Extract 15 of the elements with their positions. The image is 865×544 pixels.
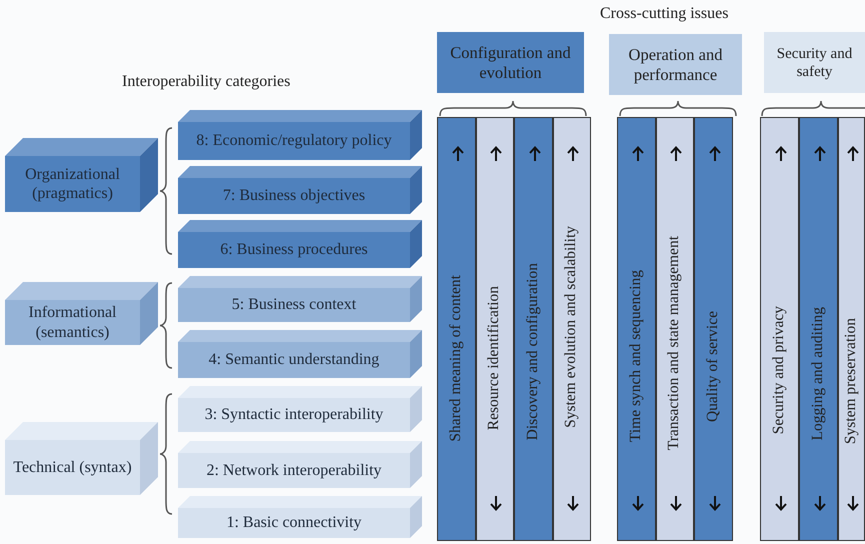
issue-column: Quality of service (694, 117, 733, 541)
issue-column: Discovery and configuration (514, 117, 553, 541)
issue-column: Resource identification (476, 117, 514, 541)
issue-column: Security and privacy (760, 117, 799, 541)
issue-column: Logging and auditing (799, 117, 838, 541)
issue-column: System evolution and scalability (553, 117, 591, 541)
group-heading-box: Configuration and evolution (437, 32, 584, 93)
issue-column: System preservation (838, 117, 865, 541)
issue-column: Transaction and state management (656, 117, 694, 541)
issue-column: Time synch and sequencing (617, 117, 656, 541)
group-heading-box: Operation and performance (609, 34, 742, 95)
section-heading: Interoperability categories (122, 73, 290, 91)
issue-column: Shared meaning of content (437, 117, 476, 541)
section-heading: Cross-cutting issues (600, 5, 728, 23)
group-heading-box: Security and safety (764, 32, 865, 93)
